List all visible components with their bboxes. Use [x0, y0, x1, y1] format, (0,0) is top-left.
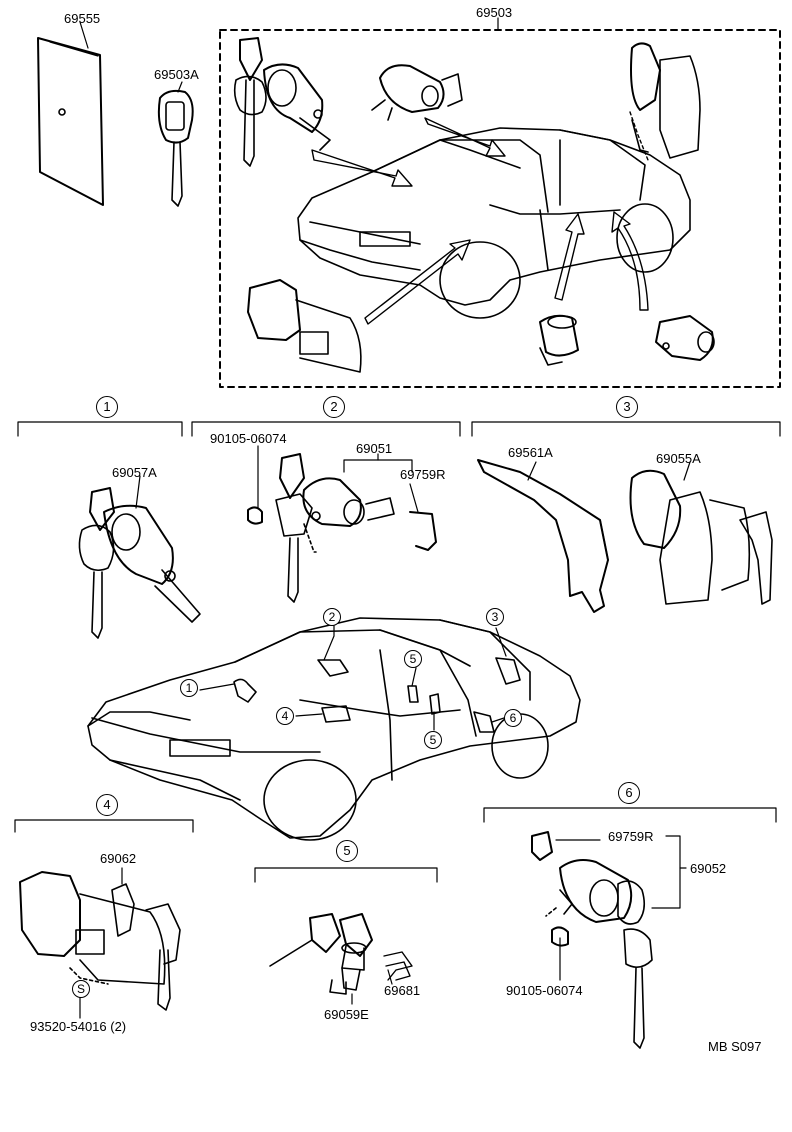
- car-marker-5b: 5: [424, 731, 442, 749]
- car-marker-2: 2: [323, 608, 341, 626]
- g6-bolt-label: 90105-06074: [506, 983, 583, 998]
- section-marker-5: 5: [336, 840, 358, 862]
- section-marker-4: 4: [96, 794, 118, 816]
- g5-retainer-label: 69681: [384, 983, 421, 998]
- car-marker-5a: 5: [404, 650, 422, 668]
- g2-cylinder-label: 69051: [356, 441, 393, 456]
- g6-retainer-label: 69759R: [608, 829, 654, 844]
- section-marker-1: 1: [96, 396, 118, 418]
- section-marker-3: 3: [616, 396, 638, 418]
- car-marker-3: 3: [486, 608, 504, 626]
- g2-bolt-label: 90105-06074: [210, 431, 287, 446]
- car-marker-4: 4: [276, 707, 294, 725]
- cover-part-drawing: [37, 21, 104, 206]
- assembly-label: 69503: [476, 5, 513, 20]
- key-label: 69503A: [154, 67, 199, 82]
- group3-drawing: [477, 459, 773, 613]
- top-car-drawing: [297, 127, 691, 319]
- g4-screw-label: 93520-54016 (2): [30, 1019, 127, 1034]
- top-arrows: [311, 111, 649, 325]
- g3-cable-label: 69561A: [508, 445, 553, 460]
- section-marker-6: 6: [618, 782, 640, 804]
- g4-screw-symbol: S: [72, 980, 90, 998]
- g5-cylinder-label: 69059E: [324, 1007, 369, 1022]
- top-group-drawings: [233, 37, 715, 373]
- car-marker-leaders: [199, 625, 507, 731]
- g4-part-label: 69062: [100, 851, 137, 866]
- car-marker-6: 6: [504, 709, 522, 727]
- diagram-code: MB S097: [708, 1039, 762, 1054]
- group6-drawing: [531, 831, 687, 1049]
- group1-drawing: [78, 475, 201, 639]
- lower-car-drawing: [87, 617, 581, 841]
- section-brackets-top: [14, 421, 781, 883]
- cover-label: 69555: [64, 11, 101, 26]
- g6-cylinder-label: 69052: [690, 861, 727, 876]
- g2-retainer-label: 69759R: [400, 467, 446, 482]
- section-marker-2: 2: [323, 396, 345, 418]
- g1-part-label: 69057A: [112, 465, 157, 480]
- group2-drawing: [247, 445, 437, 603]
- group4-drawing: [19, 867, 181, 1019]
- assembly-box: [219, 29, 781, 388]
- g3-lock-label: 69055A: [656, 451, 701, 466]
- group5-drawing: [269, 913, 413, 1005]
- key-part-drawing: [157, 81, 194, 207]
- car-marker-1: 1: [180, 679, 198, 697]
